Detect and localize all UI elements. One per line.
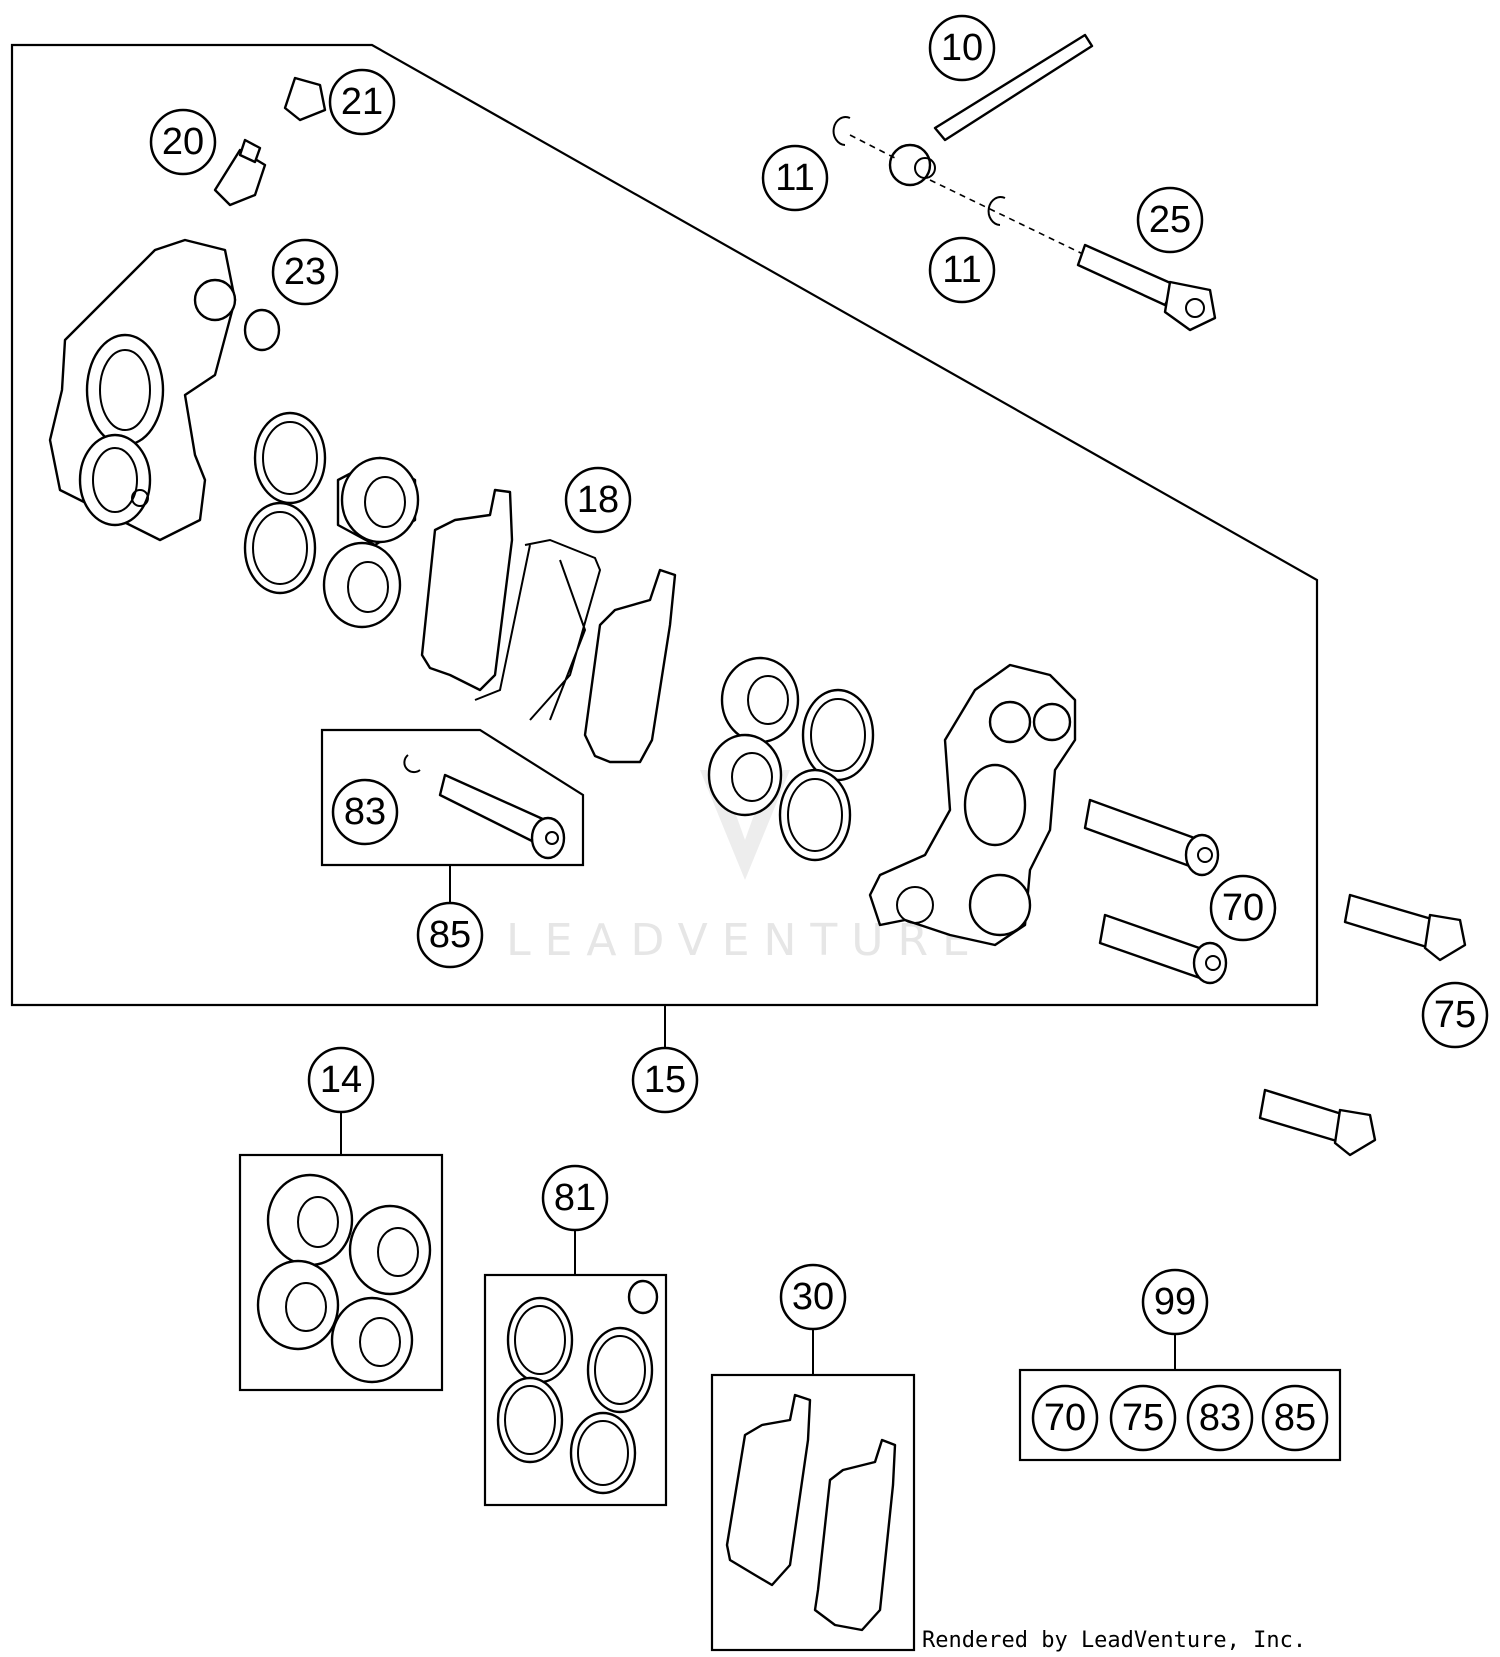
svg-text:14: 14 [320,1059,362,1101]
svg-text:21: 21 [341,81,383,123]
svg-text:85: 85 [429,914,471,956]
piston-seal-upper-left[interactable] [253,411,327,505]
svg-text:83: 83 [344,791,386,833]
callout-75[interactable]: 75 [1421,981,1489,1049]
flange-bolt-upper[interactable] [1343,893,1467,962]
callout-18[interactable]: 18 [564,466,632,534]
brake-pad-inner[interactable] [420,488,514,692]
brake-pad-outer[interactable] [583,568,677,764]
pin-kit-outline [320,728,585,867]
svg-text:23: 23 [284,251,326,293]
caliper-bolt-lower[interactable] [1098,913,1228,985]
svg-text:20: 20 [162,121,204,163]
svg-text:30: 30 [792,1276,834,1318]
caliper-housing-right[interactable] [868,663,1077,947]
caliper-bolt-upper[interactable] [1083,798,1220,877]
callout-21[interactable]: 21 [328,68,396,136]
pad-spring[interactable] [474,538,602,721]
callout-83[interactable]: 83 [331,778,399,846]
callout-10[interactable]: 10 [928,14,996,82]
piston-lower-right[interactable] [707,733,783,817]
callout-81[interactable]: 81 [541,1164,609,1232]
kit-callout-85[interactable]: 85 [1261,1384,1329,1452]
banjo-bolt[interactable] [1076,243,1217,332]
callout-23[interactable]: 23 [271,238,339,306]
callout-85[interactable]: 85 [416,901,484,969]
callout-30[interactable]: 30 [779,1263,847,1331]
piston-upper-right[interactable] [720,656,800,744]
svg-text:75: 75 [1122,1397,1164,1439]
callout-11-lower[interactable]: 11 [928,236,996,304]
svg-text:70: 70 [1044,1397,1086,1439]
piston-lower-left[interactable] [322,541,402,629]
brake-line[interactable] [849,33,1094,256]
svg-text:11: 11 [942,249,981,291]
guide-pin[interactable] [403,754,566,860]
flange-bolt-lower[interactable] [1258,1088,1377,1157]
callout-99[interactable]: 99 [1141,1268,1209,1336]
svg-text:25: 25 [1149,199,1191,241]
svg-text:70: 70 [1222,887,1264,929]
seal-kit-rings[interactable] [496,1279,659,1495]
piston-seal-lower-left[interactable] [243,501,317,595]
svg-text:18: 18 [577,479,619,521]
svg-text:75: 75 [1434,994,1476,1036]
svg-text:81: 81 [554,1177,596,1219]
piston-seal-upper-right[interactable] [801,688,875,782]
callout-11-upper[interactable]: 11 [761,144,829,212]
credit-text: Rendered by LeadVenture, Inc. [922,1628,1306,1653]
callout-25[interactable]: 25 [1136,186,1204,254]
callout-14[interactable]: 14 [307,1046,375,1114]
sealing-ring-lower[interactable] [987,196,1006,226]
sealing-ring-upper[interactable] [832,116,851,146]
callout-15[interactable]: 15 [631,1046,699,1114]
bleeder-cap[interactable] [283,76,327,122]
svg-text:11: 11 [775,157,814,199]
svg-text:99: 99 [1154,1281,1196,1323]
kit-callout-75[interactable]: 75 [1109,1384,1177,1452]
kit-callout-83[interactable]: 83 [1186,1384,1254,1452]
bleeder-screw[interactable] [213,138,267,207]
piston-upper-left[interactable] [336,456,420,547]
caliper-assembly-outline [10,43,1319,1007]
svg-text:15: 15 [644,1059,686,1101]
caliper-housing-left[interactable] [48,238,237,542]
piston-kit-pistons[interactable] [256,1173,432,1384]
o-ring[interactable] [243,308,281,352]
svg-text:83: 83 [1199,1397,1241,1439]
piston-seal-lower-right[interactable] [778,768,852,862]
svg-text:85: 85 [1274,1397,1316,1439]
svg-text:10: 10 [941,27,983,69]
callout-20[interactable]: 20 [149,108,217,176]
kit-callout-70[interactable]: 70 [1031,1384,1099,1452]
callout-70[interactable]: 70 [1209,874,1277,942]
brake-pad-kit-pads[interactable] [725,1393,897,1632]
hardware-kit-box [1018,1368,1342,1462]
